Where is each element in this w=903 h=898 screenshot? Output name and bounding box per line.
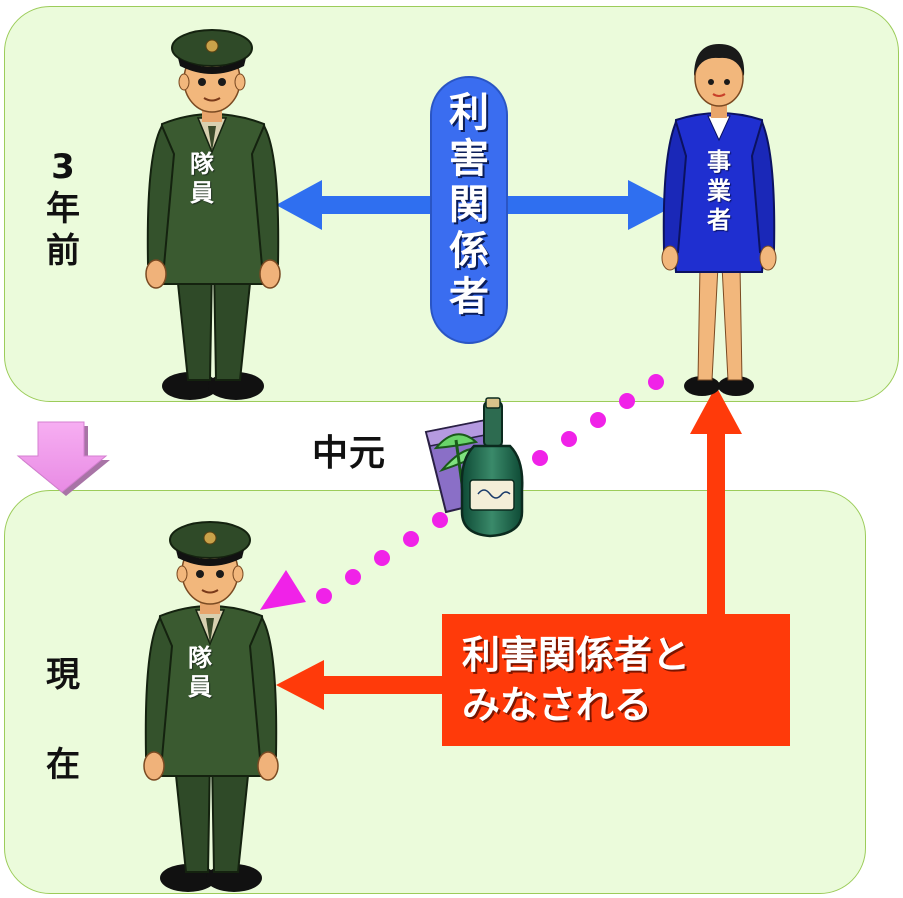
period-char: 3: [51, 147, 75, 187]
period-char: 年: [46, 189, 80, 229]
soldier-figure-top: [145, 29, 281, 400]
pill-char: 者: [449, 274, 489, 320]
period-char: 前: [46, 231, 80, 271]
interested-party-pill: 利 害 関 係 者: [430, 76, 508, 344]
gift-icon: [424, 397, 524, 538]
deemed-interested-party-callout: 利害関係者と みなされる: [442, 614, 790, 746]
member-char: 員: [188, 673, 212, 701]
member-char: 隊: [188, 644, 212, 672]
business-char: 事: [707, 148, 731, 176]
pill-char: 利: [449, 90, 489, 136]
label-three-years-ago: 3 年 前: [46, 146, 80, 272]
pill-char: 関: [449, 182, 489, 228]
callout-line: 利害関係者と: [462, 633, 691, 677]
soldier-figure-bottom: [143, 521, 279, 892]
member-char: 隊: [190, 150, 214, 178]
gift-label: 中元: [312, 433, 387, 474]
member-label-top: 隊 員: [182, 150, 222, 208]
transition-down-arrow: [16, 421, 110, 496]
business-person-figure: [661, 44, 777, 396]
member-char: 員: [190, 179, 214, 207]
deemed-relation-arrow: [276, 386, 742, 710]
business-label: 事 業 者: [699, 148, 739, 235]
pill-char: 係: [449, 228, 489, 274]
period-char: 現: [46, 655, 80, 695]
callout-line: みなされる: [462, 683, 653, 727]
pill-char: 害: [449, 136, 489, 182]
business-char: 業: [707, 177, 731, 205]
business-char: 者: [707, 206, 731, 234]
label-present: 現 在: [46, 630, 80, 810]
period-char: 在: [46, 745, 80, 785]
gift-dotted-path: [260, 374, 664, 610]
member-label-bottom: 隊 員: [180, 644, 220, 702]
